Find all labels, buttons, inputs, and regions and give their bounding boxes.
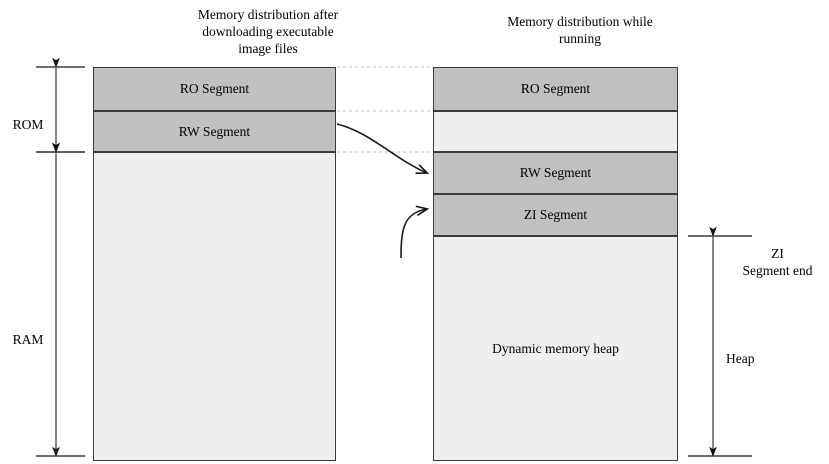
measure-label-rom: ROM: [12, 117, 44, 132]
right-segment-rw-label: RW Segment: [519, 165, 592, 180]
arrow-zi-creation: [400, 209, 427, 259]
dotted-connectors: [337, 66, 432, 153]
measure-label-heap: Heap: [726, 351, 755, 366]
left-panel-title: Memory distribution after downloading ex…: [197, 7, 339, 56]
left-segment-ro: RO Segment: [93, 67, 336, 111]
left-segment-rw-label: RW Segment: [178, 123, 251, 139]
right-segment-rw: RW Segment: [433, 152, 678, 194]
right-panel-title: Memory distribution while running: [507, 14, 653, 46]
left-segment-free: [93, 152, 336, 461]
right-segment-zi: ZI Segment: [433, 194, 678, 236]
right-segment-gap: [433, 111, 678, 152]
right-segment-heap-label: Dynamic memory heap: [492, 340, 619, 356]
measure-label-ram: RAM: [12, 332, 44, 347]
right-segment-ro: RO Segment: [433, 67, 678, 111]
measure-label-zi-segment-end: ZI Segment end: [742, 246, 813, 278]
right-segment-zi-label: ZI Segment: [523, 207, 588, 222]
left-segment-ro-label: RO Segment: [179, 81, 250, 96]
arrow-rw-migration: [336, 123, 427, 173]
measure-ram: [36, 142, 85, 457]
migration-arrows: [336, 123, 427, 259]
right-segment-heap: Dynamic memory heap: [433, 236, 678, 461]
left-segment-rw: RW Segment: [93, 111, 336, 152]
right-segment-ro-label: RO Segment: [520, 81, 591, 96]
